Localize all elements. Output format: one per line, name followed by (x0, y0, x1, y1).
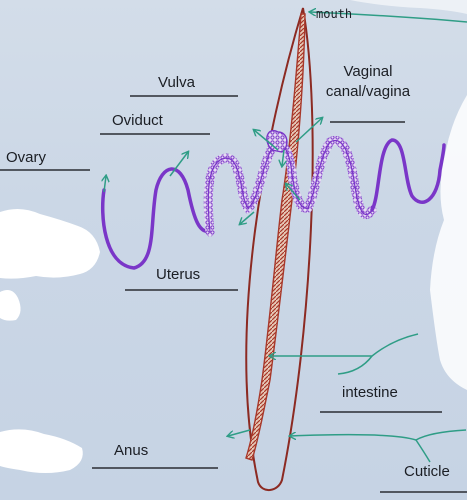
uterus-arrow-b (286, 184, 301, 201)
reproductive-thin-left (100, 167, 214, 270)
label-uterus: Uterus (156, 266, 201, 283)
uterus-arrow-a (240, 211, 255, 224)
label-anus: Anus (114, 442, 149, 459)
cuticle-bracket (290, 429, 467, 441)
ovary-arrow (104, 176, 106, 193)
intestine-bracket (270, 333, 419, 356)
oviduct-arrow (169, 152, 188, 177)
label-oviduct: Oviduct (112, 112, 163, 129)
label-vulva: Vulva (158, 74, 195, 91)
anus-arrow (228, 429, 251, 436)
vulva-arrow-b (282, 149, 284, 166)
intestine-arrow-low (337, 355, 373, 375)
label-vagina-line2: canal/vagina (325, 83, 411, 100)
annotation-arrows (104, 12, 467, 463)
label-lines (0, 95, 467, 493)
reproductive-thin-right (370, 138, 446, 212)
paper-scraps (0, 208, 100, 473)
uterus-coil-edge (207, 139, 373, 233)
label-vagina-line1: Vaginal (343, 63, 393, 80)
label-mouth: mouth (316, 7, 353, 21)
paper-right (350, 0, 467, 390)
cuticle-arrow-low (415, 439, 431, 463)
vagina-arrow (295, 118, 322, 143)
label-intestine: intestine (342, 384, 398, 401)
mouth-arrow (310, 12, 467, 23)
label-cuticle: Cuticle (404, 463, 450, 480)
vulva-arrow-a (254, 130, 279, 151)
label-ovary: Ovary (6, 149, 47, 166)
